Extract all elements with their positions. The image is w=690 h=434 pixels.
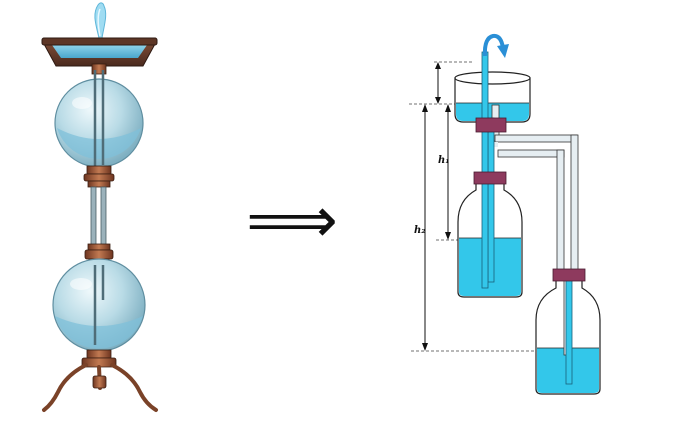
h2-dimension-arrow bbox=[422, 104, 428, 351]
upper-collar bbox=[83, 165, 115, 188]
basin-stopper bbox=[475, 117, 507, 133]
top-basin-schematic bbox=[454, 71, 531, 123]
top-dimension-arrow bbox=[435, 62, 441, 104]
h2-label: h₂ bbox=[414, 225, 426, 236]
connecting-tubes bbox=[90, 186, 107, 246]
lower-bottle-stopper bbox=[552, 268, 586, 282]
jet-arrow bbox=[482, 33, 509, 58]
realistic-heron-fountain bbox=[41, 2, 158, 412]
lower-sphere bbox=[52, 258, 146, 352]
upper-bottle-stopper bbox=[473, 171, 507, 185]
water-jet bbox=[94, 2, 107, 39]
implies-arrow: ⟹ bbox=[246, 184, 338, 258]
upper-sphere bbox=[54, 70, 144, 178]
jet-tube bbox=[481, 51, 489, 289]
h1-label: h₁ bbox=[438, 155, 450, 166]
h1-dimension-arrow bbox=[445, 104, 451, 240]
tripod-stand bbox=[42, 349, 158, 412]
schematic-diagram: h₁ h₂ bbox=[409, 33, 601, 395]
stoppers bbox=[473, 117, 586, 282]
top-basin bbox=[41, 37, 158, 75]
